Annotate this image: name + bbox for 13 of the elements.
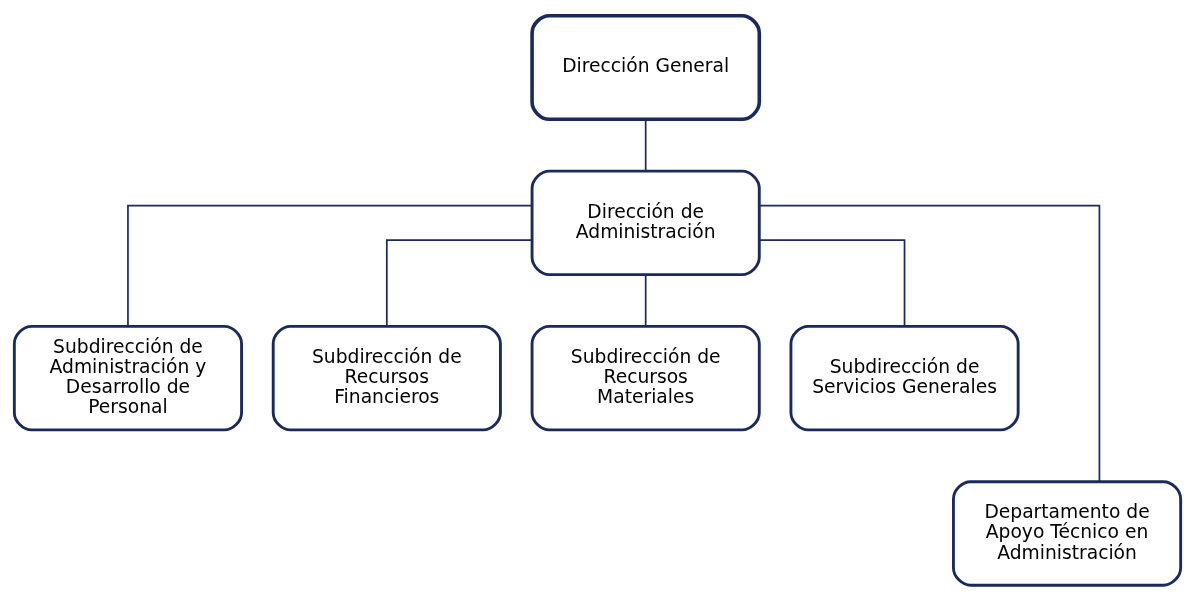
node-box: Departamento de Apoyo Técnico en Administración — [952, 479, 1183, 587]
connector — [758, 238, 906, 327]
connector — [644, 273, 647, 327]
node-box: Subdirección de Servicios Generales — [789, 324, 1020, 431]
connector — [644, 118, 647, 171]
node-box: Subdirección de Recursos Materiales — [530, 324, 761, 431]
connector — [127, 204, 533, 327]
node-box: Subdirección de Recursos Financieros — [271, 324, 502, 431]
node-box: Dirección de Administración — [530, 169, 761, 276]
connector — [758, 204, 1101, 482]
connector — [385, 238, 533, 327]
node-box: Dirección General — [530, 13, 762, 121]
node-box: Subdirección de Administración y Desarrollo de Personal — [12, 324, 243, 431]
